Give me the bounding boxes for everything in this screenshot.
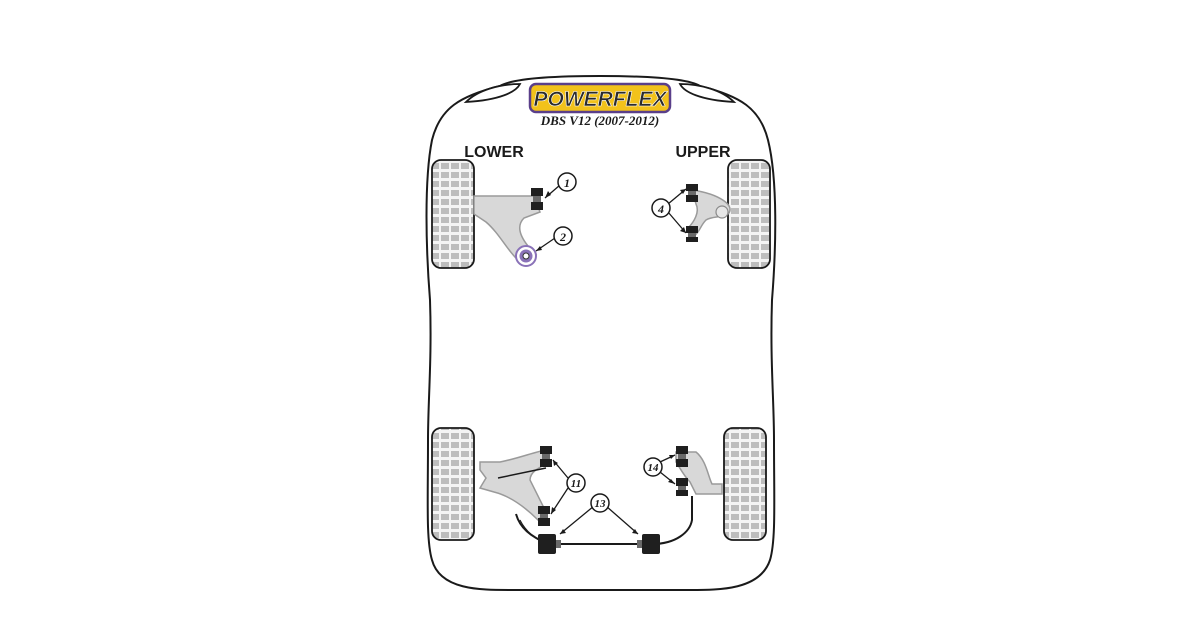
- leader-arrowheads: [536, 189, 686, 534]
- bush-1: [531, 188, 543, 210]
- logo-brand-text: POWERFLEX: [533, 88, 668, 111]
- svg-text:14: 14: [648, 462, 660, 474]
- svg-text:13: 13: [595, 498, 607, 510]
- upper-label: UPPER: [675, 144, 731, 161]
- bush-13-right: [637, 534, 660, 554]
- callout-11: 11: [566, 473, 586, 493]
- bush-2: [515, 245, 537, 267]
- rear-left-tyre: [431, 427, 475, 541]
- svg-text:4: 4: [657, 202, 664, 216]
- bush-4-bottom: [686, 226, 698, 242]
- right-headlight: [678, 83, 737, 104]
- model-subtitle: DBS V12 (2007-2012): [540, 113, 659, 128]
- bush-14-bottom: [676, 478, 688, 496]
- front-upper-arm: [687, 189, 731, 238]
- left-headlight: [463, 83, 522, 104]
- rear-arm-link: [497, 467, 547, 479]
- bush-11-top: [540, 446, 552, 467]
- bush-14-top: [676, 446, 688, 467]
- powerflex-logo: POWERFLEX: [528, 82, 672, 114]
- callout-14: 14: [643, 457, 663, 477]
- upper-balljoint: [715, 205, 729, 219]
- callout-4: 4: [651, 198, 671, 218]
- bush-11-bottom: [538, 506, 550, 526]
- callout-13: 13: [590, 493, 610, 513]
- front-right-tyre: [727, 159, 771, 269]
- rear-right-tyre: [723, 427, 767, 541]
- svg-text:1: 1: [564, 176, 570, 190]
- bush-4-top: [686, 184, 698, 202]
- front-left-tyre: [431, 159, 475, 269]
- logo-badge: [528, 82, 672, 114]
- svg-text:2: 2: [559, 230, 566, 244]
- callout-2: 2: [553, 226, 573, 246]
- bush-13-left: [538, 534, 561, 554]
- callout-1: 1: [557, 172, 577, 192]
- rear-lower-arm: [478, 449, 551, 522]
- svg-text:11: 11: [571, 478, 581, 490]
- lower-label: LOWER: [464, 144, 524, 161]
